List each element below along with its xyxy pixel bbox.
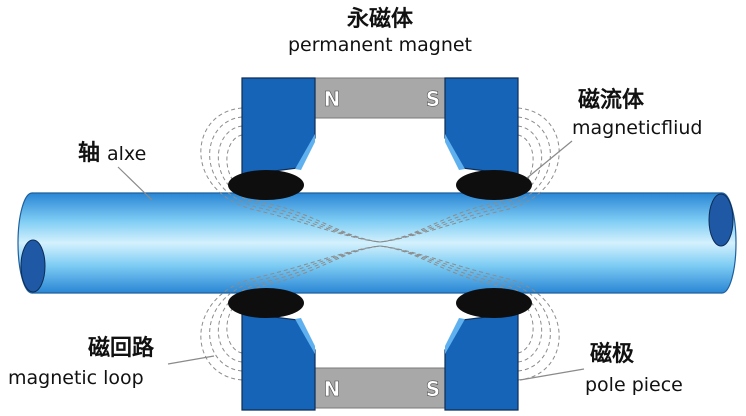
leader-lines <box>117 140 585 381</box>
magnetic-fluid-bottom-left <box>228 288 304 318</box>
leader-line-pole-piece <box>519 368 585 381</box>
top-magnet-north-label: N <box>324 87 341 111</box>
labels: 永磁体 permanent magnet 轴 alxe 磁流体 magnetic… <box>8 6 702 396</box>
field-line-bottom-left-1 <box>200 245 381 381</box>
pole-piece-top-left-highlight <box>295 134 315 170</box>
label-magnetic-fluid-en: magneticfliud <box>572 117 702 139</box>
top-magnet-assembly: N S <box>241 77 519 175</box>
label-magnetic-loop-zh: 磁回路 <box>88 335 155 361</box>
field-line-top-right-1 <box>379 107 560 243</box>
field-line-bottom-right-2 <box>379 245 551 372</box>
shaft-right-break-cap <box>708 193 734 247</box>
label-magnetic-loop-en: magnetic loop <box>8 367 144 389</box>
label-pole-piece-en: pole piece <box>585 374 683 396</box>
leader-line-axle <box>117 166 153 201</box>
label-magnetic-fluid-zh: 磁流体 <box>578 87 645 113</box>
magnetic-fluid <box>228 170 532 318</box>
bottom-magnet-south-label: S <box>426 377 440 401</box>
field-line-bottom-right-1 <box>379 245 560 381</box>
field-line-top-left-3 <box>217 125 381 243</box>
field-line-top-right-4 <box>379 134 534 243</box>
magnetic-fluid-bottom-right <box>456 288 532 318</box>
field-lines <box>200 107 560 381</box>
leader-line-magnetic-loop <box>167 355 215 365</box>
label-permanent-magnet-en: permanent magnet <box>288 34 472 56</box>
label-axle-en: alxe <box>107 143 146 165</box>
field-line-bottom-left-3 <box>217 245 381 363</box>
top-magnet-south-label: S <box>426 87 440 111</box>
label-axle-zh: 轴 <box>78 140 100 166</box>
field-line-bottom-left-2 <box>209 245 381 372</box>
label-permanent-magnet-zh: 永磁体 <box>347 6 414 32</box>
field-line-bottom-left-4 <box>226 245 381 354</box>
leader-line-magnetic-fluid <box>526 140 573 179</box>
field-line-top-right-3 <box>379 125 543 243</box>
pole-piece-bottom-right-highlight <box>445 318 465 354</box>
magnetic-fluid-top-right <box>456 170 532 200</box>
bottom-magnet-assembly: N S <box>241 313 519 411</box>
field-line-bottom-right-4 <box>379 245 534 354</box>
field-line-top-left-1 <box>200 107 381 243</box>
field-line-bottom-right-3 <box>379 245 543 363</box>
bottom-magnet-north-label: N <box>324 377 341 401</box>
field-line-top-left-4 <box>226 134 381 243</box>
permanent-magnet-bottom <box>312 367 448 409</box>
field-line-top-right-2 <box>379 116 551 243</box>
magnetic-fluid-top-left <box>228 170 304 200</box>
shaft-body <box>32 193 722 293</box>
pole-piece-bottom-left-highlight <box>295 318 315 354</box>
pole-piece-top-right-highlight <box>445 134 465 170</box>
label-pole-piece-zh: 磁极 <box>590 341 635 367</box>
shaft <box>17 192 737 294</box>
field-line-top-left-2 <box>209 116 381 243</box>
shaft-left-break-cap <box>20 239 46 293</box>
